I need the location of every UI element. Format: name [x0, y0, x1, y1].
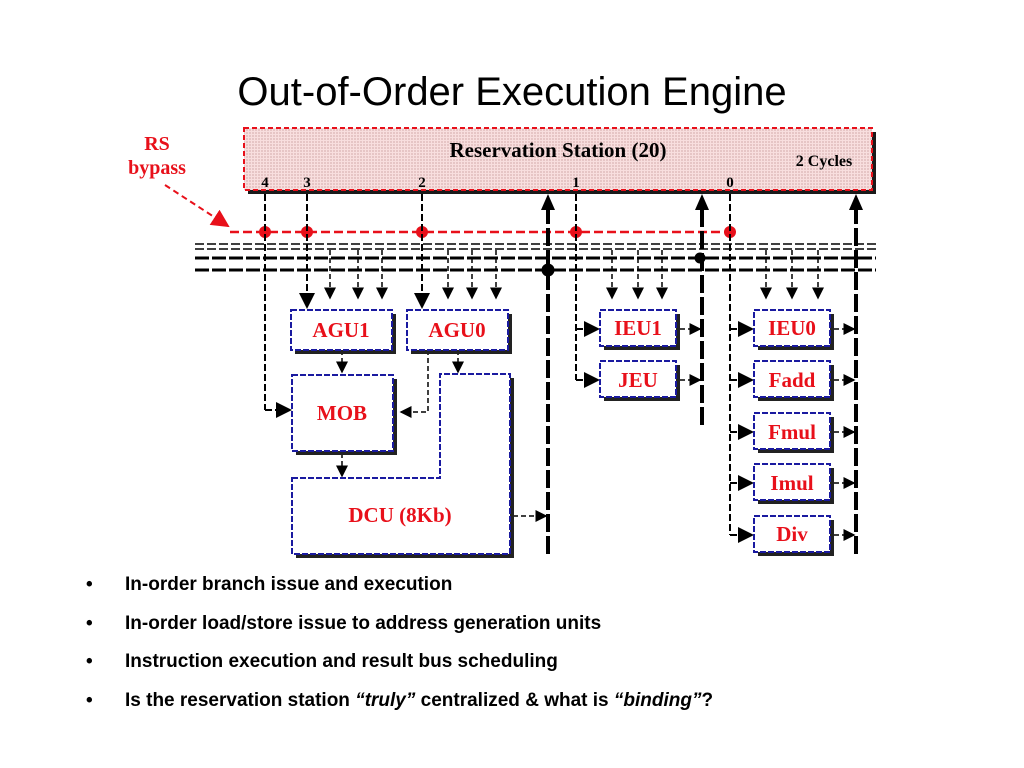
bullet-text: centralized & what is — [415, 689, 614, 711]
port-label-4: 4 — [261, 175, 269, 191]
agu0-unit: AGU0 — [406, 309, 512, 354]
bullet-text: ? — [701, 689, 714, 711]
div-label: Div — [776, 522, 808, 546]
bullet-item: • Is the reservation station “truly” cent… — [86, 686, 986, 725]
bullet-text: “binding” — [613, 689, 702, 711]
ieu1-label: IEU1 — [614, 316, 662, 340]
mob-label: MOB — [317, 401, 367, 425]
bypass-dot-4 — [259, 226, 271, 238]
fmul-unit: Fmul — [753, 412, 834, 453]
bullet-dot: • — [86, 651, 93, 672]
bullet-text: In-order branch issue and execution — [125, 574, 453, 595]
dcu-unit: DCU (8Kb) — [291, 373, 514, 558]
ieu0-unit: IEU0 — [753, 309, 834, 350]
port-lines — [264, 194, 754, 543]
bullet-item: • Instruction execution and result bus sc… — [86, 647, 986, 686]
result-buses — [195, 243, 876, 277]
bullet-text: “truly” — [355, 689, 416, 711]
jeu-unit: JEU — [599, 360, 680, 401]
fadd-label: Fadd — [769, 368, 816, 392]
bus-taps — [324, 250, 824, 300]
bullet-dot: • — [86, 574, 93, 595]
ieu1-unit: IEU1 — [599, 309, 680, 350]
ieu0-label: IEU0 — [768, 316, 816, 340]
bullet-dot: • — [86, 689, 93, 711]
bullet-item: • In-order load/store issue to address ge… — [86, 609, 986, 648]
reservation-station-label: Reservation Station (20) — [450, 138, 667, 162]
port-label-2: 2 — [418, 175, 426, 191]
bullet-text: Instruction execution and result bus sch… — [125, 651, 558, 672]
jeu-label: JEU — [618, 368, 658, 392]
agu1-unit: AGU1 — [290, 309, 396, 354]
rs-bypass-label-1: RS — [144, 133, 170, 155]
div-unit: Div — [753, 515, 834, 556]
slide-title: Out-of-Order Execution Engine — [237, 70, 787, 114]
unit-outputs — [336, 323, 856, 541]
cycles-label: 2 Cycles — [796, 153, 852, 170]
bullet-text: Is the reservation station — [125, 689, 356, 711]
mob-unit: MOB — [291, 374, 397, 455]
writeback-columns — [546, 204, 858, 554]
dcu-label: DCU (8Kb) — [348, 503, 451, 527]
rs-bypass-label-2: bypass — [128, 157, 186, 179]
port-label-0: 0 — [726, 175, 734, 191]
imul-label: Imul — [770, 471, 813, 495]
reservation-station: Reservation Station (20) 2 Cycles 4 3 2 … — [243, 127, 876, 194]
execution-engine-diagram: Reservation Station (20) 2 Cycles 4 3 2 … — [128, 127, 876, 558]
agu0-label: AGU0 — [428, 318, 485, 342]
port-label-1: 1 — [572, 175, 580, 191]
bypass-dot-3 — [301, 226, 313, 238]
imul-unit: Imul — [753, 463, 834, 504]
fmul-label: Fmul — [768, 420, 816, 444]
execution-units: AGU1 AGU0 MOB DCU (8Kb) IEU1 JEU — [290, 309, 834, 558]
fadd-unit: Fadd — [753, 360, 834, 401]
bullet-dot: • — [86, 612, 93, 634]
bypass-dot-0 — [724, 226, 736, 238]
agu1-label: AGU1 — [312, 318, 369, 342]
bypass-dot-1 — [570, 226, 582, 238]
bullet-text: In-order load/store issue to address gen… — [125, 612, 602, 634]
port-label-3: 3 — [303, 175, 311, 191]
bullet-item: • In-order branch issue and execution — [86, 570, 986, 609]
bypass-dot-2 — [416, 226, 428, 238]
rs-bypass: RS bypass — [128, 133, 736, 238]
bullet-list: • In-order branch issue and execution • In-… — [86, 570, 986, 724]
